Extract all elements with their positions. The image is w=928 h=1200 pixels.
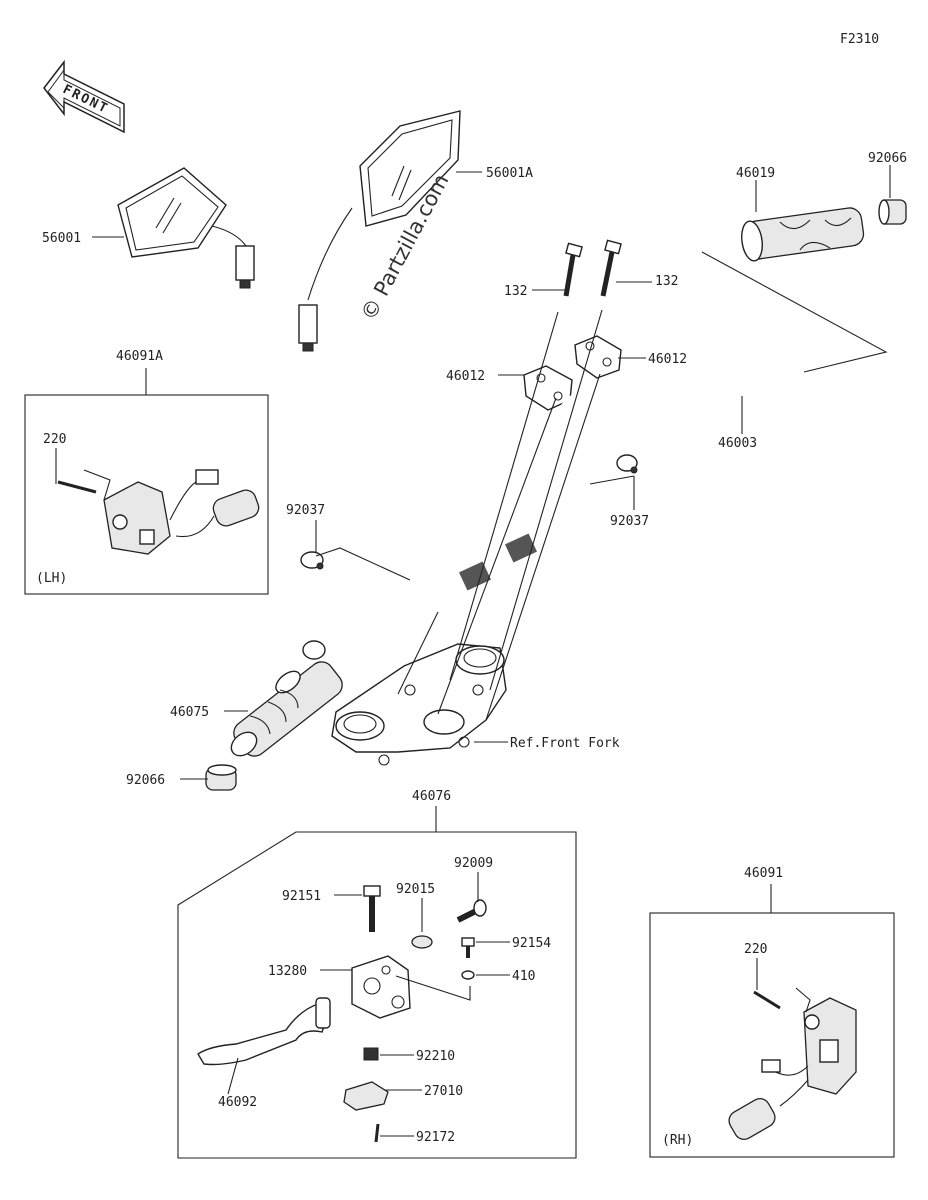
label-bracket: 13280 (268, 964, 307, 979)
mirror-left (117, 167, 255, 289)
label-grip-right: 46019 (736, 166, 775, 181)
label-switch-27010: 27010 (424, 1084, 463, 1099)
holder-right (574, 335, 622, 379)
label-bolt-92151: 92151 (282, 889, 321, 904)
label-screw-rh: 220 (744, 942, 767, 957)
label-screw-lh: 220 (43, 432, 66, 447)
label-lever-assy: 46076 (412, 789, 451, 804)
label-box-rh-tag: (RH) (662, 1133, 693, 1148)
leader-lines (92, 165, 891, 780)
label-mirror-right: 56001A (486, 166, 533, 181)
label-washer-410: 410 (512, 969, 535, 984)
label-screw-92172: 92172 (416, 1130, 455, 1145)
label-screw-92154: 92154 (512, 936, 551, 951)
label-holder-right: 46012 (648, 352, 687, 367)
lever-assy-box (177, 806, 577, 1159)
label-lever: 46092 (218, 1095, 257, 1110)
bolt-right (600, 239, 622, 297)
label-handlebar: 46003 (718, 436, 757, 451)
front-arrow-icon: FRONT (43, 59, 125, 134)
end-cap-right (878, 199, 907, 225)
mirror-right (298, 110, 461, 352)
label-clamp-right: 92037 (610, 514, 649, 529)
switch-rh-box (649, 884, 895, 1158)
label-washer-92015: 92015 (396, 882, 435, 897)
label-bolt-right: 132 (655, 274, 678, 289)
handlebar (301, 367, 798, 660)
label-nut-92210: 92210 (416, 1049, 455, 1064)
label-end-cap-left: 92066 (126, 773, 165, 788)
switch-lh-box (24, 368, 269, 595)
label-clamp-left: 92037 (286, 503, 325, 518)
clamp-right (616, 454, 638, 474)
figure-code: F2310 (840, 32, 879, 47)
label-ref-front-fork: Ref.Front Fork (510, 736, 620, 751)
end-cap-left (205, 764, 237, 791)
label-switch-lh-assy: 46091A (116, 349, 163, 364)
label-box-lh-tag: (LH) (36, 571, 67, 586)
label-bolt-left: 132 (504, 284, 527, 299)
front-fork-bracket (331, 643, 507, 766)
label-adjuster: 92009 (454, 856, 493, 871)
label-end-cap-right: 92066 (868, 151, 907, 166)
label-grip-left: 46075 (170, 705, 209, 720)
grip-left (230, 661, 343, 757)
grip-right (741, 207, 865, 262)
label-holder-left: 46012 (446, 369, 485, 384)
label-switch-rh-assy: 46091 (744, 866, 783, 881)
part-labels: 56001 56001A 46019 92066 132 132 46012 4… (36, 151, 907, 1148)
bolt-left (563, 242, 583, 297)
label-mirror-left: 56001 (42, 231, 81, 246)
